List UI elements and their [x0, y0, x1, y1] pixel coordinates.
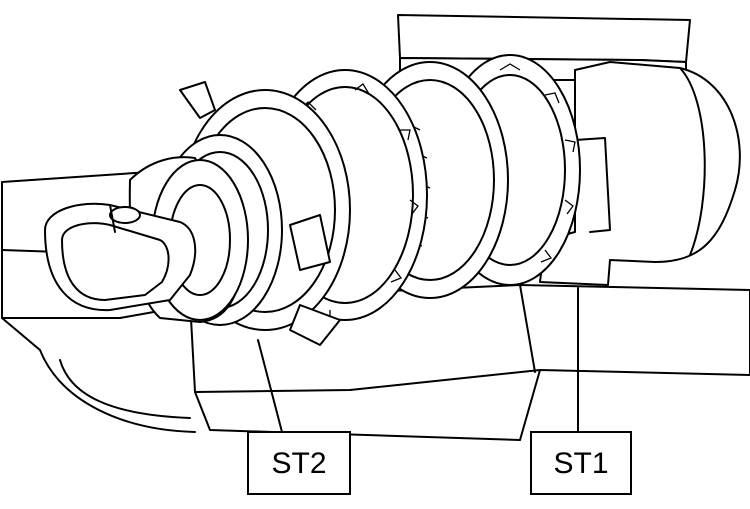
label-st1: ST1 [530, 431, 632, 495]
leader-line-st2 [257, 339, 283, 433]
label-st2-text: ST2 [271, 447, 326, 480]
label-st2: ST2 [247, 431, 351, 495]
tool-handle [44, 202, 197, 312]
label-st1-text: ST1 [553, 447, 608, 480]
